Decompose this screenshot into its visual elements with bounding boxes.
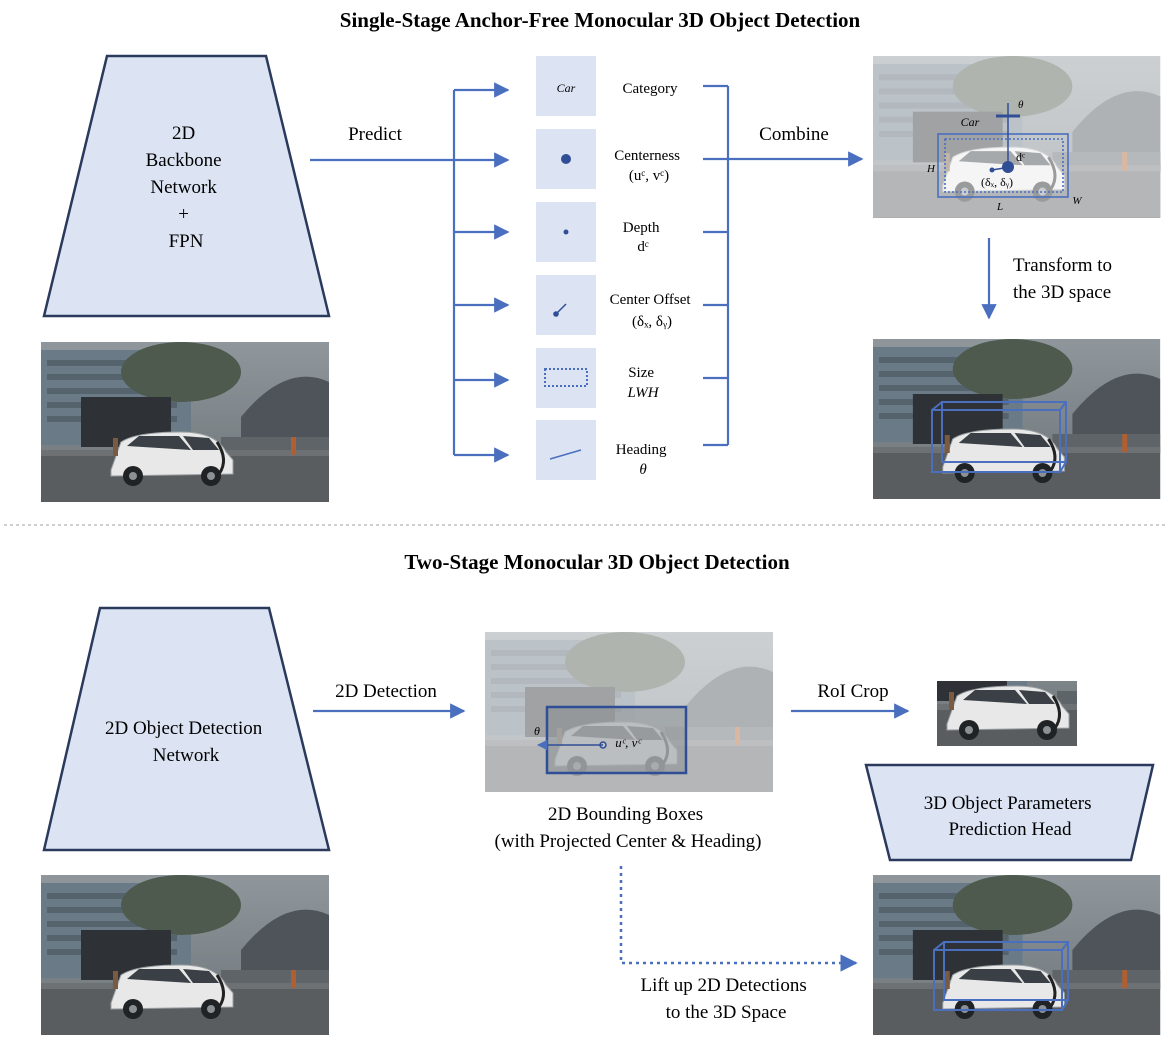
- backbone-network-block: [42, 54, 331, 318]
- category-icon-text: Car: [557, 81, 576, 95]
- offset-arrow-icon: [553, 303, 567, 317]
- combine-bracket: [703, 84, 730, 447]
- annot-depth: dᶜ: [1016, 150, 1025, 164]
- backbone-line-5: FPN: [169, 231, 204, 252]
- svg-text:2D Object Detection Networ: 2D Object Detection Network: [105, 718, 267, 766]
- top-input-image: [39, 340, 331, 504]
- lift-line-2: to the 3D Space: [666, 1002, 787, 1023]
- annotated-3d-box: [937, 133, 1069, 198]
- backbone-line-2: Backbone: [146, 150, 222, 171]
- backbone-line-3: Network: [150, 177, 217, 198]
- center-dot: [1002, 161, 1014, 173]
- roi-crop-image: [937, 681, 1077, 746]
- bottom-title: Two-Stage Monocular 3D Object Detection: [404, 550, 790, 574]
- bottom-input-image: [39, 873, 331, 1037]
- detection-network-block: [42, 606, 331, 852]
- annot-L: L: [996, 201, 1003, 213]
- svg-text:Size LWH: Size LWH: [626, 365, 659, 401]
- svg-text:Lift up 2D Detections to t: Lift up 2D Detections to the 3D Space: [641, 975, 812, 1023]
- predict-label: Predict: [348, 124, 403, 145]
- offset-line: [991, 167, 1005, 171]
- bbox-caption-1: 2D Bounding Boxes: [548, 804, 703, 825]
- prediction-head-block: [864, 763, 1155, 862]
- category-label: Category: [623, 81, 678, 97]
- centerness-dot-icon: [561, 154, 571, 164]
- transform-line-1: Transform to: [1013, 255, 1112, 276]
- bbox-theta: θ: [534, 724, 540, 738]
- offset-label: Center Offset: [610, 292, 692, 308]
- svg-text:2D Bounding Boxes (with Pr: 2D Bounding Boxes (with Projected Center…: [495, 804, 762, 852]
- heading-line-icon: [549, 449, 582, 460]
- backbone-line-4: +: [178, 204, 189, 225]
- annotated-image: [871, 54, 1162, 220]
- heading-tile: [536, 420, 596, 480]
- annot-H: H: [926, 163, 936, 175]
- heading-label: Heading: [616, 442, 667, 458]
- backbone-line-1: 2D: [172, 123, 195, 144]
- predict-branches: [454, 82, 510, 463]
- svg-text:3D Object Parameters Predi: 3D Object Parameters Prediction Head: [924, 793, 1097, 840]
- combine-label: Combine: [759, 124, 829, 145]
- roi-label: RoI Crop: [817, 681, 888, 702]
- bbox-caption-2: (with Projected Center & Heading): [495, 831, 762, 852]
- offset-symbol: (δₓ, δᵧ): [632, 314, 672, 330]
- network-line-1: 2D Object Detection: [105, 718, 263, 739]
- svg-text:Center Offset (δₓ, δᵧ): Center Offset (δₓ, δᵧ): [610, 292, 695, 330]
- top-output-3d-box: [931, 401, 1067, 473]
- size-label: Size: [628, 365, 654, 381]
- annot-W: W: [1072, 195, 1082, 207]
- transform-line-2: the 3D space: [1013, 282, 1111, 303]
- head-line-2: Prediction Head: [949, 819, 1072, 840]
- top-output-image: [871, 337, 1162, 501]
- annot-offset: (δₓ, δᵧ): [981, 175, 1013, 189]
- annot-theta: θ: [1018, 99, 1024, 111]
- centerness-symbol: (uᶜ, vᶜ): [629, 168, 669, 184]
- category-tile: [536, 56, 596, 116]
- network-line-2: Network: [153, 745, 220, 766]
- lift-arrow: [619, 866, 858, 972]
- top-title: Single-Stage Anchor-Free Monocular 3D Ob…: [340, 8, 861, 32]
- bbox-center-dot: [599, 741, 607, 749]
- svg-text:2D Backbone Network: 2D Backbone Network + FPN: [146, 123, 227, 252]
- bbox-crop-highlight: [547, 707, 686, 773]
- size-symbol: LWH: [626, 385, 659, 401]
- svg-text:Heading θ: Heading θ: [616, 442, 671, 478]
- depth-symbol: dᶜ: [637, 239, 649, 255]
- size-box-icon: [544, 368, 588, 387]
- lift-line-1: Lift up 2D Detections: [641, 975, 807, 996]
- bbox-center-label: uᶜ, vᶜ: [615, 735, 642, 750]
- svg-text:Depth dᶜ: Depth dᶜ: [623, 220, 663, 255]
- depth-dot-icon: [563, 229, 569, 235]
- heading-symbol: θ: [639, 462, 647, 478]
- svg-text:Category: Category: [623, 81, 678, 97]
- bottom-output-3d-box: [933, 941, 1069, 1011]
- detection-label: 2D Detection: [335, 681, 437, 702]
- head-line-1: 3D Object Parameters: [924, 793, 1092, 814]
- annot-car: Car: [961, 115, 980, 129]
- svg-text:Centerness (uᶜ, vᶜ): Centerness (uᶜ, vᶜ): [614, 148, 684, 184]
- svg-text:Transform to the 3D space: Transform to the 3D space: [1013, 255, 1117, 303]
- centerness-label: Centerness: [614, 148, 680, 164]
- depth-label: Depth: [623, 220, 660, 236]
